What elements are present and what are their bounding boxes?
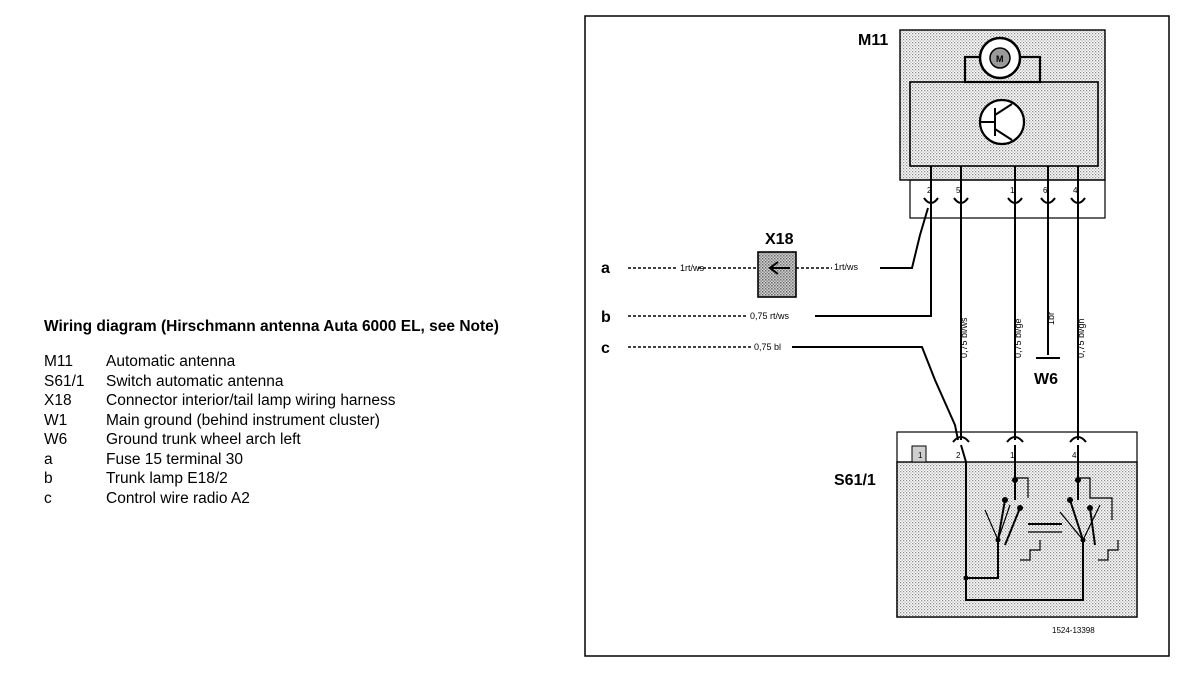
legend-desc: Control wire radio A2 [106,489,250,507]
wire-b-label: 0,75 rt/ws [750,311,790,321]
reference-number: 1524-13398 [1052,626,1095,635]
legend-code: c [44,489,52,507]
wire-a-right-label: 1rt/ws [834,262,859,272]
legend-list: M11 Automatic antenna S61/1 Switch automat… [44,352,524,508]
legend-code: X18 [44,392,72,409]
w6-label: W6 [1034,371,1058,388]
wire-pin6 [1036,205,1060,359]
x18-label: X18 [765,231,794,248]
legend-item: W1 Main ground (behind instrument cluster… [44,411,524,431]
legend-desc: Connector interior/tail lamp wiring harn… [106,392,396,409]
wire-pin6-label: 1br [1046,312,1056,325]
legend-desc: Automatic antenna [106,353,236,370]
legend-item: X18 Connector interior/tail lamp wiring h… [44,391,524,411]
s61-pin-label: 1 [918,451,923,460]
legend-code: a [44,450,53,468]
terminal-b-label: b [601,309,611,326]
legend-code: S61/1 [44,372,85,390]
m11-pin-label: 6 [1043,186,1048,195]
legend-desc: Switch automatic antenna [106,372,284,390]
m11-module: M [899,29,1106,219]
wire-b [628,205,932,317]
legend-item: a Fuse 15 terminal 30 [44,450,524,470]
wire-pin5-label: 0,75 bl/ws [959,317,969,358]
legend-desc: Trunk lamp E18/2 [106,470,228,487]
legend-item: M11 Automatic antenna [44,352,524,372]
legend-code: M11 [44,353,74,370]
motor-icon: M [978,36,1022,80]
legend-title: Wiring diagram (Hirschmann antenna Auta … [44,318,499,335]
legend-item: b Trunk lamp E18/2 [44,469,524,489]
wire-a-left-label: 1rt/ws [680,263,705,273]
wire-pin1-label: 0,75 bl/ge [1013,318,1023,358]
legend-item: c Control wire radio A2 [44,489,524,509]
legend-code: W1 [44,411,68,429]
terminal-a-label: a [601,260,610,277]
legend: Wiring diagram (Hirschmann antenna Auta … [44,318,524,508]
m11-pin-label: 2 [927,186,932,195]
wire-a [628,207,929,269]
m11-pin-label: 1 [1010,186,1015,195]
s61-pin-label: 2 [956,451,961,460]
legend-item: W6 Ground trunk wheel arch left [44,430,524,450]
legend-desc: Ground trunk wheel arch left [106,431,301,448]
m11-pin-label: 5 [956,186,961,195]
wire-c [628,346,959,441]
diagram-frame [584,15,1170,657]
motor-label: M [996,54,1004,64]
transistor-icon [978,98,1026,146]
x18-connector [757,251,797,298]
m11-pins [923,166,1086,205]
legend-code: b [44,470,53,487]
m11-pin-label: 4 [1073,186,1078,195]
s61-pin-label: 1 [1010,451,1015,460]
legend-code: W6 [44,431,68,448]
s61-pin-label: 4 [1072,451,1077,460]
terminal-c-label: c [601,340,610,357]
wire-c-label: 0,75 bl [754,342,781,352]
legend-desc: Fuse 15 terminal 30 [106,450,243,468]
legend-desc: Main ground (behind instrument cluster) [106,411,380,429]
legend-item: S61/1 Switch automatic antenna [44,372,524,392]
m11-label: M11 [858,32,888,49]
s61-switch [896,431,1138,618]
wire-pin4-label: 0,75 bl/gn [1076,318,1086,358]
s61-label: S61/1 [834,472,876,489]
